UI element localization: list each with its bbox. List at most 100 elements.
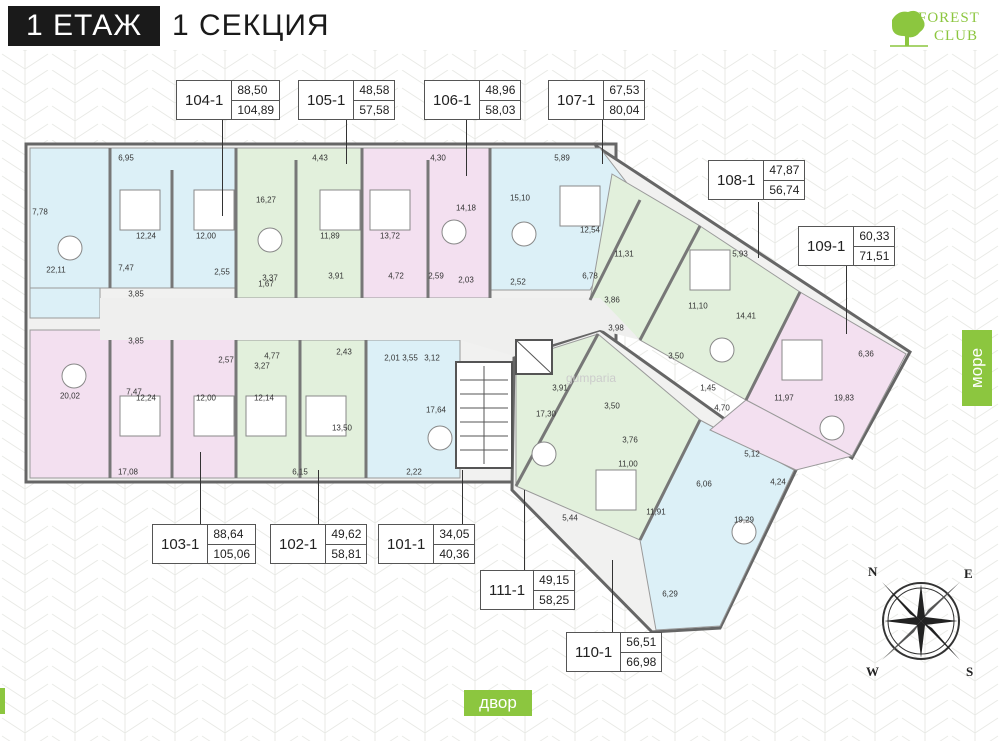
leader-104-1: [222, 120, 223, 216]
apartment-code: 108-1: [717, 171, 756, 189]
room-area-value: 14,18: [455, 203, 477, 213]
total-area: 58,03: [485, 102, 516, 117]
room-area-value: 14,41: [735, 311, 757, 321]
leader-107-1: [602, 120, 603, 164]
room-area-value: 2,01: [384, 353, 400, 363]
room-area-value: 2,03: [458, 275, 474, 285]
total-area: 57,58: [359, 102, 390, 117]
apartment-code: 111-1: [489, 581, 526, 599]
sea-label: море: [967, 347, 986, 389]
room-area-value: 13,72: [379, 231, 401, 241]
yard-direction-tag: двор: [464, 690, 532, 716]
room-area-value: 4,77: [264, 351, 280, 361]
compass-n: N: [868, 564, 878, 579]
compass-e: E: [964, 566, 973, 581]
room-area-value: 20,02: [59, 391, 81, 401]
room-area-value: 7,47: [126, 387, 142, 397]
leader-108-1: [758, 202, 759, 258]
room-area-value: 16,27: [255, 195, 277, 205]
room-area-value: 11,31: [614, 249, 634, 259]
room-area-value: 19,29: [733, 515, 755, 525]
apartment-code: 104-1: [185, 91, 224, 109]
room-area-value: 12,24: [135, 231, 157, 241]
furniture: [57, 185, 845, 545]
room-area-value: 2,43: [336, 347, 352, 357]
compass-w: W: [866, 664, 879, 679]
logo-line1: FOREST: [918, 10, 980, 26]
elevator: [515, 339, 553, 375]
room-area-value: 6,29: [662, 589, 678, 599]
room-area-value: 3,50: [604, 401, 620, 411]
corridor: [100, 298, 640, 356]
room-area-value: 19,83: [833, 393, 855, 403]
apartment-code: 110-1: [575, 643, 613, 661]
room-area-value: 6,36: [858, 349, 874, 359]
room-area-value: 11,00: [618, 459, 638, 469]
room-area-value: 12,54: [579, 225, 601, 235]
total-area: 56,74: [769, 182, 800, 197]
room-area-value: 2,22: [406, 467, 422, 477]
room-area-value: 11,91: [646, 507, 666, 517]
room-area-value: 3,91: [552, 383, 568, 393]
room-area-value: 3,91: [328, 271, 344, 281]
total-area: 58,81: [331, 546, 362, 561]
apartment-108-1: [589, 173, 801, 401]
living-area: 88,50: [232, 81, 280, 101]
room-area-value: 4,24: [770, 477, 786, 487]
total-area: 71,51: [859, 248, 890, 263]
leader-110-1: [612, 560, 613, 632]
room-area-value: 3,50: [668, 351, 684, 361]
room-area-value: 6,95: [118, 153, 134, 163]
living-area: 56,51: [621, 633, 662, 653]
apartment-code: 107-1: [557, 91, 596, 109]
apartment-code: 101-1: [387, 535, 426, 553]
living-area: 47,87: [764, 161, 805, 181]
sea-direction-tag: море: [962, 330, 992, 406]
room-area-value: 5,89: [554, 153, 570, 163]
room-area-value: 5,44: [562, 513, 578, 523]
room-area-value: 3,85: [128, 289, 144, 299]
total-area: 66,98: [626, 654, 657, 669]
apartment-code: 105-1: [307, 91, 346, 109]
total-area: 104,89: [237, 102, 275, 117]
apartment-101-1: [365, 339, 461, 479]
room-area-value: 11,97: [774, 393, 794, 403]
apartment-code: 102-1: [279, 535, 318, 553]
living-area: 34,05: [434, 525, 475, 545]
total-area: 40,36: [439, 546, 470, 561]
room-area-value: 11,10: [688, 301, 708, 311]
living-area: 60,33: [854, 227, 895, 247]
room-area-value: 5,93: [732, 249, 748, 259]
living-area: 48,58: [354, 81, 395, 101]
living-area: 88,64: [208, 525, 256, 545]
leader-109-1: [846, 266, 847, 334]
apartment-code: 109-1: [807, 237, 846, 255]
room-area-value: 1,67: [258, 279, 274, 289]
room-area-value: 3,86: [604, 295, 620, 305]
room-area-value: 4,30: [430, 153, 446, 163]
room-area-value: 4,70: [714, 403, 730, 413]
apartment-109-extension: [709, 399, 854, 471]
room-area-value: 3,12: [424, 353, 440, 363]
room-area-value: 3,76: [622, 435, 638, 445]
room-area-value: 3,37: [262, 273, 278, 283]
forest-club-logo: FOREST CLUB: [888, 6, 992, 50]
total-area: 80,04: [609, 102, 640, 117]
room-area-value: 3,98: [608, 323, 624, 333]
room-area-value: 4,43: [312, 153, 328, 163]
room-area-value: 12,24: [135, 393, 157, 403]
room-area-value: 6,15: [292, 467, 308, 477]
stairwell: [455, 361, 513, 469]
room-area-value: 17,08: [117, 467, 139, 477]
room-area-value: 17,30: [535, 409, 557, 419]
